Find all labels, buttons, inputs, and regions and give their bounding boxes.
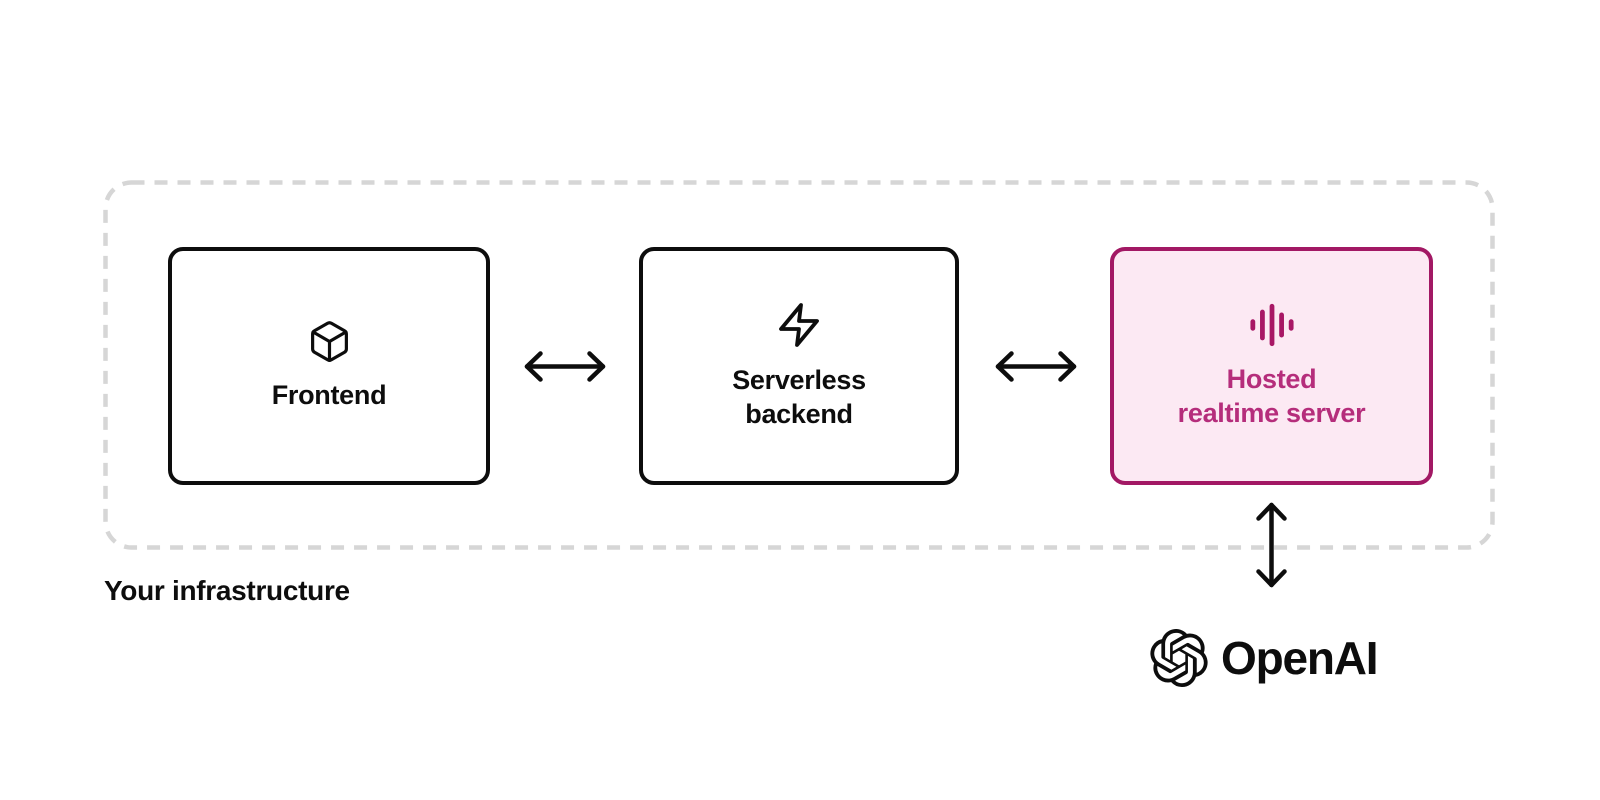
your-infrastructure-boundary	[103, 180, 1495, 550]
openai-mark-icon	[1150, 629, 1208, 687]
bolt-icon	[775, 301, 823, 349]
double-arrow-vertical-icon	[1256, 502, 1287, 588]
node-serverless-backend: Serverless backend	[639, 247, 959, 485]
node-hosted-realtime-server: Hosted realtime server	[1110, 247, 1433, 485]
node-hosted-realtime-server-label: Hosted realtime server	[1178, 363, 1366, 429]
dashed-border	[103, 180, 1495, 550]
label-line: Hosted	[1226, 364, 1317, 395]
double-arrow-icon	[995, 351, 1077, 382]
node-frontend-label: Frontend	[271, 380, 387, 411]
double-arrow-icon	[524, 351, 606, 382]
node-frontend: Frontend	[168, 247, 490, 485]
your-infrastructure-caption: Your infrastructure	[104, 575, 350, 606]
cube-icon	[307, 319, 352, 364]
label-line: realtime server	[1177, 397, 1366, 428]
arrow-frontend-serverless	[519, 348, 611, 385]
openai-logo: OpenAI	[1150, 629, 1379, 687]
arrow-serverless-hosted	[990, 348, 1082, 385]
waveform-icon	[1249, 302, 1295, 348]
arrow-hosted-openai	[1253, 497, 1290, 593]
openai-wordmark: OpenAI	[1221, 632, 1379, 684]
label-line: backend	[745, 398, 853, 429]
node-serverless-backend-label: Serverless backend	[732, 364, 866, 430]
label-line: Serverless	[732, 365, 866, 396]
